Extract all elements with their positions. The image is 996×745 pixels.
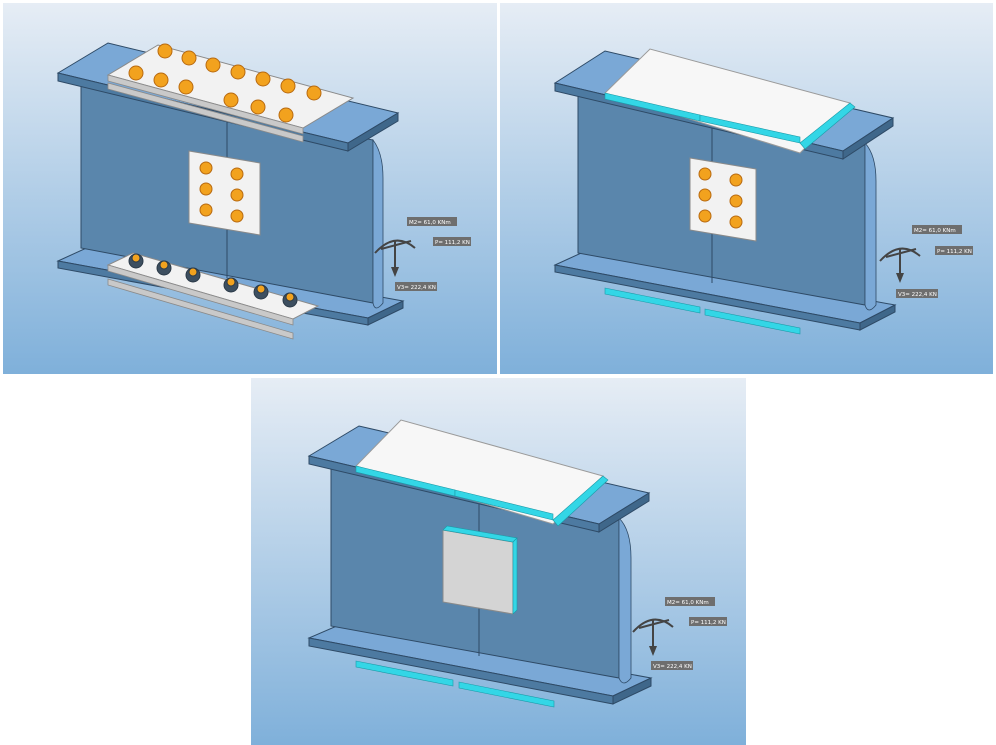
panel-welded-flange-bolted-web: M2= 61,0 KNm P= 111,2 KN V3= 222,4 KN [500,3,993,374]
moment-label-box [665,597,715,606]
welded-flange-drawing: M2= 61,0 KNm P= 111,2 KN V3= 222,4 KN [500,3,993,374]
panel-bolted-splice: M2= 61,0 KNm P= 111,2 KN V3= 222,4 KN [3,3,497,374]
shear-arrow-icon [896,273,904,283]
moment-label: M2= 61,0 KNm [667,600,709,606]
axial-label: P= 111,2 KN [691,620,726,626]
load-symbol [632,618,674,650]
axial-label-box [433,237,471,246]
axial-label: P= 111,2 KN [435,240,470,246]
web-splice-plate [442,529,514,615]
shear-label: V3= 222,4 KN [898,292,937,298]
shear-label-box [896,289,938,298]
shear-label-box [651,661,693,670]
moment-label-box [912,225,962,234]
web-bolts [199,161,244,223]
shear-label: V3= 222,4 KN [397,285,436,291]
moment-label: M2= 61,0 KNm [409,220,451,226]
axial-label: P= 111,2 KN [937,249,972,255]
axial-label-box [935,246,973,255]
shear-arrow-icon [649,646,657,656]
shear-label-box [395,282,437,291]
fully-welded-drawing: M2= 61,0 KNm P= 111,2 KN V3= 222,4 KN [251,378,746,745]
load-symbol [879,247,921,277]
moment-label-box [407,217,457,226]
panel-fully-welded: M2= 61,0 KNm P= 111,2 KN V3= 222,4 KN [251,378,746,745]
shear-label: V3= 222,4 KN [653,664,692,670]
moment-label: M2= 61,0 KNm [914,228,956,234]
web-bolts [698,167,743,229]
shear-arrow-icon [391,267,399,277]
bolted-splice-drawing: M2= 61,0 KNm P= 111,2 KN V3= 222,4 KN [3,3,497,374]
bottom-flange-nuts [128,253,298,308]
axial-label-box [689,617,727,626]
top-flange-bolts [128,43,322,123]
load-symbol [374,239,416,271]
